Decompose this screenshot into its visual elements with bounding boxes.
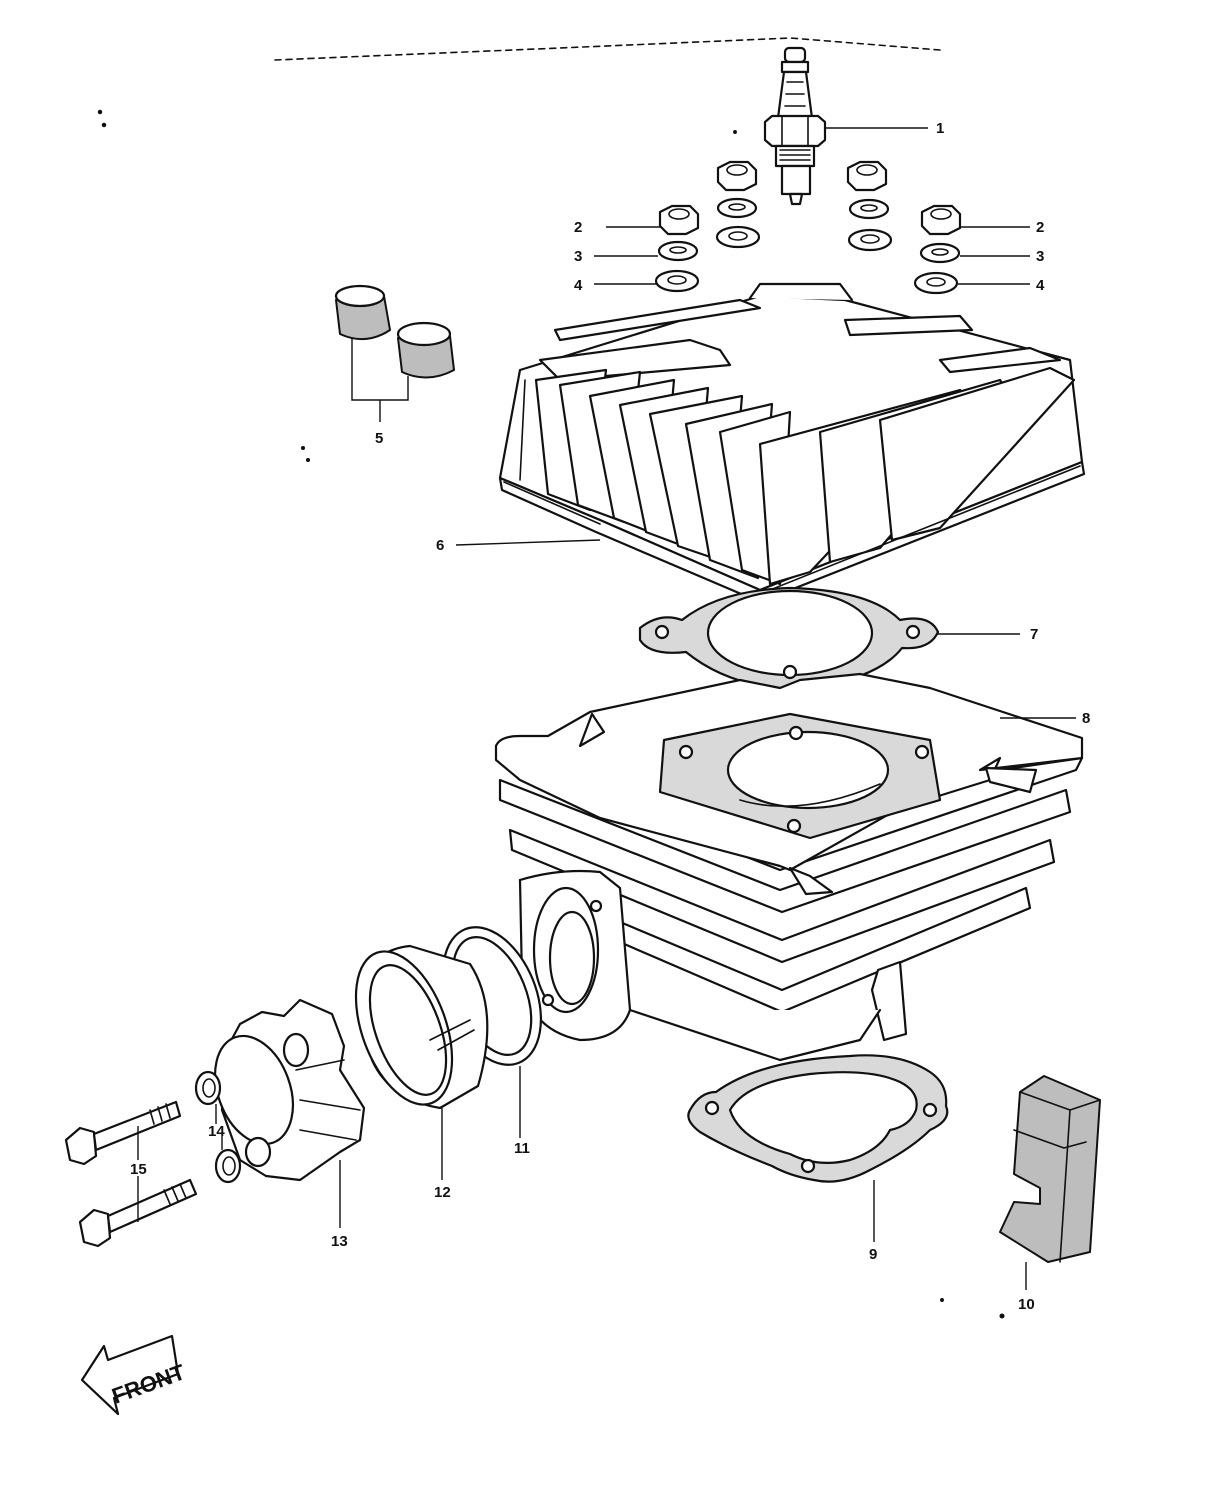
callout-2-right: 2 [1036, 219, 1044, 236]
callout-8: 8 [1082, 710, 1090, 727]
callout-4-left: 4 [574, 277, 583, 294]
front-direction-indicator: FRONT [80, 1334, 189, 1416]
intake-bolt [64, 1100, 198, 1248]
cylinder-head-nut [920, 204, 962, 236]
flat-washer [654, 225, 959, 295]
callout-6: 6 [436, 537, 444, 554]
callout-13: 13 [331, 1233, 348, 1250]
leader-lines [137, 127, 1076, 1290]
callout-4-right: 4 [1036, 277, 1045, 294]
spark-plug [763, 46, 827, 206]
callout-14: 14 [208, 1123, 225, 1140]
spring-washer [657, 197, 961, 264]
callout-5: 5 [375, 430, 383, 447]
rubber-damper-block [999, 1075, 1101, 1263]
callout-1: 1 [936, 120, 944, 137]
rubber-damper [334, 284, 455, 379]
callout-15: 15 [130, 1161, 147, 1178]
callout-2-left: 2 [574, 219, 582, 236]
callout-3-left: 3 [574, 248, 582, 265]
cylinder-head-nut [716, 160, 758, 192]
callout-12: 12 [434, 1184, 451, 1201]
left-arrow-icon [80, 1334, 180, 1416]
cylinder-head-gasket [638, 586, 940, 695]
callout-11: 11 [514, 1140, 530, 1157]
intake-washer [194, 1070, 242, 1184]
cylinder-head-nut [658, 204, 700, 236]
cylinder-head-nut [846, 160, 888, 192]
callout-7: 7 [1030, 626, 1038, 643]
carburetor-insulator [354, 944, 489, 1110]
cylinder [494, 672, 1084, 1062]
callout-labels: 1 2 2 3 3 4 4 5 6 7 8 9 10 11 12 13 14 1… [130, 120, 1090, 1313]
callout-10: 10 [1018, 1296, 1035, 1313]
callout-3-right: 3 [1036, 248, 1044, 265]
cylinder-head [498, 282, 1086, 604]
scan-specks [97, 37, 1005, 1319]
cylinder-base-gasket [687, 1054, 949, 1183]
callout-9: 9 [869, 1246, 877, 1263]
intake-manifold [214, 998, 366, 1182]
